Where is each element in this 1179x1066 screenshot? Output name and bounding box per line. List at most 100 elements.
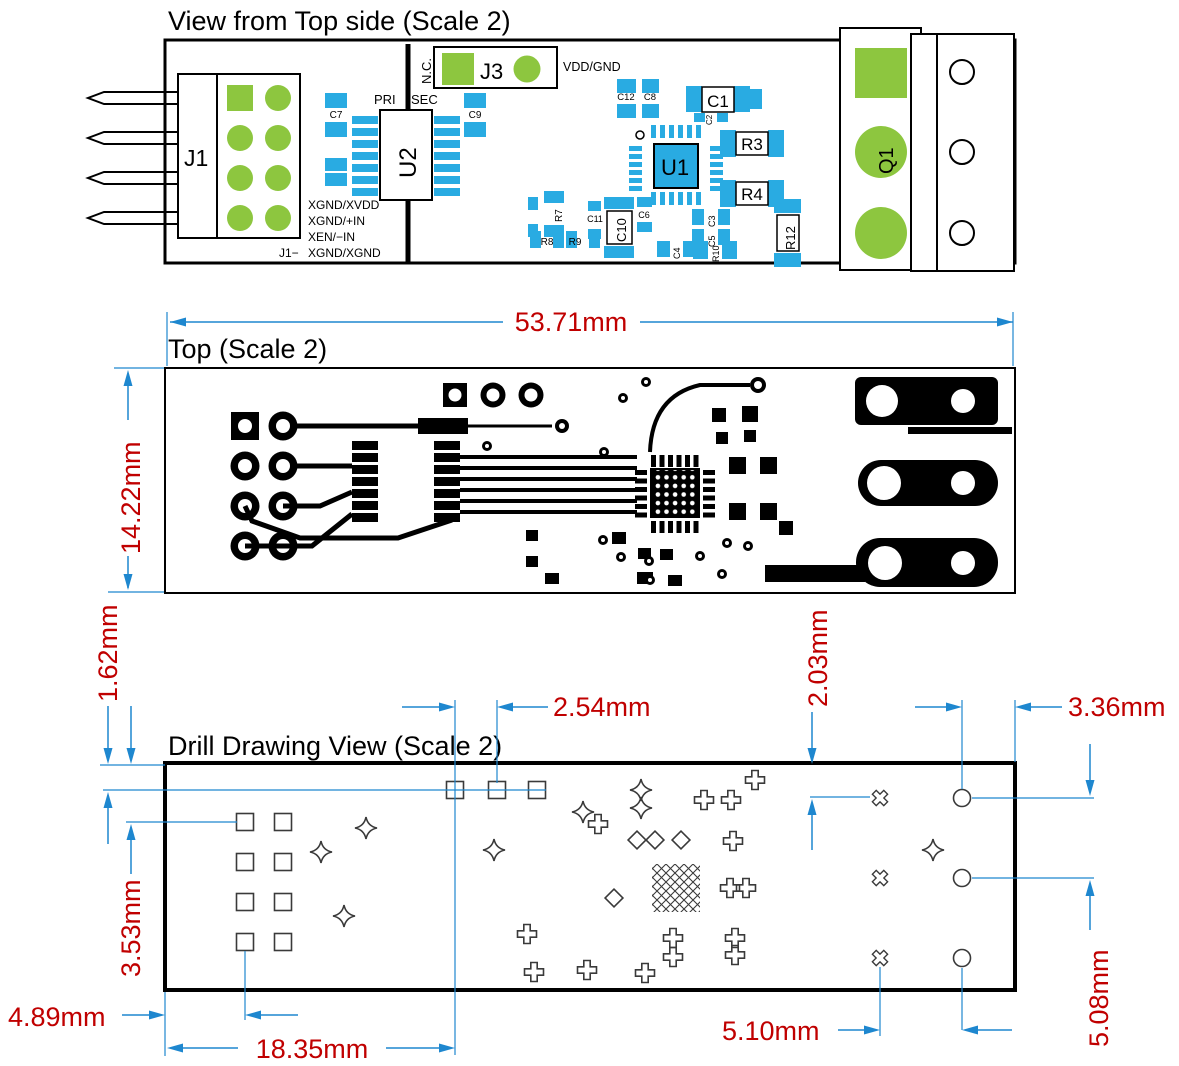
drill-square [273,932,293,952]
drill-symbols [235,769,972,984]
assembly-view: View from Top side (Scale 2) J1 XGND/XVD… [85,6,1017,272]
dim-board-height: 14.22mm [116,441,146,554]
arrow [103,748,113,764]
pad [418,418,468,434]
u1-pads [629,125,723,205]
j1-pin1-label: J1− [279,246,299,260]
resistor-r12: R12 [774,199,801,267]
dim-edge-to-j1-row: 3.53mm [116,879,146,977]
arrow [864,1025,880,1035]
via [750,377,766,393]
pad [855,207,907,259]
ref-r8: R8 [541,237,554,248]
drill-star [332,904,356,928]
pin [85,131,183,145]
capacitor-c9: C9 [464,93,486,137]
dimension-edge-to-j1-col: 4.89mm [8,951,298,1056]
arrow [439,702,455,712]
capacitor-c10: C10 [604,197,634,258]
drill-view-title: Drill Drawing View (Scale 2) [168,731,502,761]
ref-c4: C4 [672,247,682,259]
resistor-r7: R7 [544,191,565,237]
j1-net-labels: XGND/XVDD XGND/+IN XEN/−IN J1− XGND/XGND [279,198,381,260]
drill-circle [952,788,972,808]
dim-hole-to-edge: 3.36mm [1068,692,1166,722]
ref-c1: C1 [707,92,729,111]
ref-j3: J3 [480,59,503,84]
drill-star [921,838,945,862]
drill-hatch-field [652,864,700,912]
resistor-r3: R3 [720,130,784,157]
dimension-edge-to-j1-row: 3.53mm [116,706,237,977]
board-outline-drill [163,761,1017,992]
ref-c5: C5 [707,235,717,247]
resistor-r10: R10 [693,241,737,262]
capacitor-c12: C12 [617,79,636,118]
board-outline-copper [164,367,1016,594]
arrow [123,370,133,386]
pin [85,171,183,185]
drill-x [869,787,892,810]
dim-j1-col-to-nc: 18.35mm [256,1034,369,1064]
drill-circle [952,868,972,888]
arrow [439,1043,455,1053]
copper-art [230,377,1012,587]
arrow [497,702,513,712]
dimension-j1-col-to-nc: 18.35mm [167,1034,455,1064]
ref-r12: R12 [783,226,798,250]
dim-edge-to-j1-col: 4.89mm [8,1002,106,1032]
assembly-view-title: View from Top side (Scale 2) [168,6,511,36]
drill-square [273,812,293,832]
misc-pads [526,406,1012,586]
net-label: XEN/−IN [308,230,355,244]
resistor-r8: R8 [530,231,564,248]
drill-star [571,800,595,824]
arrow [103,792,113,808]
pad [855,126,907,178]
connector-j3: J3 [433,46,558,89]
via [555,419,569,433]
arrow [167,1043,183,1053]
drill-cross [693,789,715,811]
resistor-r4: R4 [720,180,784,207]
qfn-footprint [635,455,715,533]
pad [268,451,298,481]
arrow [946,702,962,712]
arrow [1085,880,1095,896]
ref-q1: Q1 [876,147,898,174]
ref-r3: R3 [741,135,763,154]
trace [242,423,453,549]
via [482,441,492,451]
drill-square [273,852,293,872]
pad [230,451,260,481]
terminal-copper [765,377,998,587]
pad [265,165,291,191]
drill-star [482,838,506,862]
dimension-board-height: 14.22mm [108,367,164,593]
pad [227,205,253,231]
drill-square [273,892,293,912]
dimension-x-to-hole: 5.10mm [722,967,1012,1046]
drill-cross [744,769,766,791]
dimension-edge-to-top-row: 1.62mm [93,604,546,844]
j1-header-pins [85,91,183,225]
ref-u1: U1 [661,155,689,180]
capacitor-c4: C4 [657,241,696,259]
drill-star [309,840,333,864]
pin [85,91,183,105]
pad [518,382,544,408]
net-label: XGND/XVDD [308,198,380,212]
transformer-footprint [352,441,460,522]
trace-bus [460,455,637,514]
dim-edge-to-x-row: 2.03mm [803,609,833,707]
drill-square [235,892,255,912]
arrow [997,317,1013,327]
resistor-r9: R9 [566,231,600,248]
sec-label: SEC [411,92,438,107]
pad [227,85,253,111]
drill-cross [724,927,746,949]
dimension-board-width: 53.71mm [166,307,1014,366]
pad [513,55,541,83]
drill-cross [662,927,684,949]
